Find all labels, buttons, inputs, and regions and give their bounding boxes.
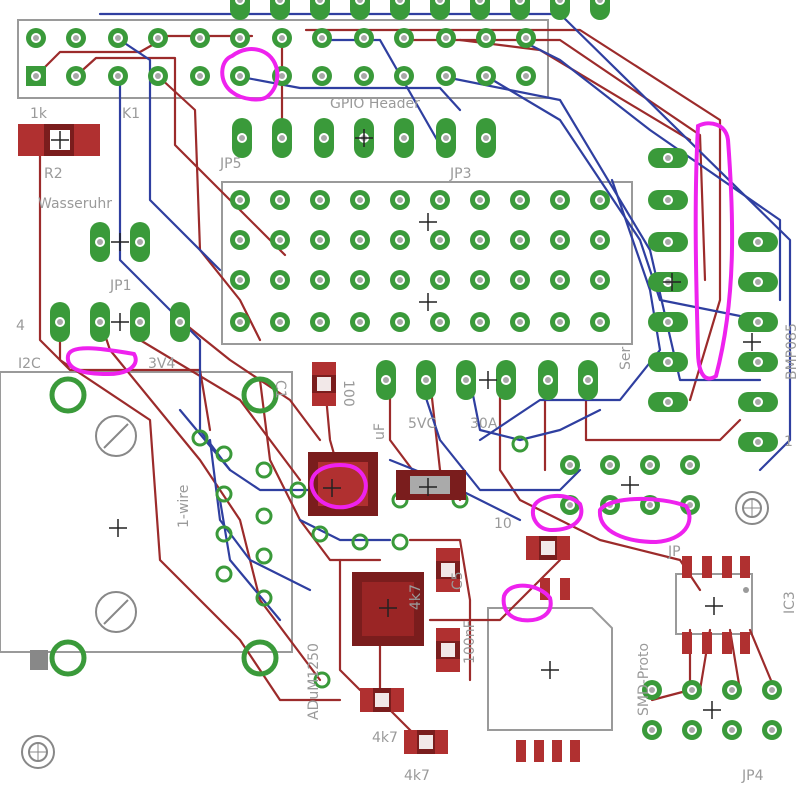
ic3-chip <box>682 556 750 654</box>
label-5vc: 5VC <box>408 416 436 432</box>
label-wasseruhr: Wasseruhr <box>38 196 112 212</box>
mounting-holes <box>21 491 769 769</box>
label-bmp085: BMP085 <box>784 323 800 380</box>
label-c5: C5 <box>450 571 466 590</box>
label-c1: C1 <box>272 380 288 399</box>
label-100nf: 100nF <box>462 620 478 664</box>
label-jp: JP <box>667 544 681 560</box>
label-4k7-b: 4k7 <box>372 730 398 746</box>
label-r2: R2 <box>44 166 63 182</box>
silkscreen-labels: 1k K1 R2 Wasseruhr GPIO Header JP5 JP3 J… <box>16 96 800 784</box>
label-smd-proto: SMD-Proto <box>636 643 652 716</box>
one-wire-connector <box>30 376 279 677</box>
label-k1: K1 <box>122 106 140 122</box>
label-30a: 30A <box>470 416 498 432</box>
label-ic3: IC3 <box>782 591 798 614</box>
label-jp5: JP5 <box>219 156 241 172</box>
label-jp4: JP4 <box>741 768 764 784</box>
middle-row-pads <box>376 360 598 400</box>
label-4k7-c: 4k7 <box>404 768 430 784</box>
proto-grid-pads <box>230 0 610 332</box>
label-gpio-header: GPIO Header <box>330 96 420 112</box>
label-i2c: I2C <box>18 356 41 372</box>
jp5-pads <box>232 118 496 158</box>
r2-resistor <box>18 124 100 156</box>
label-4k7-a: 4k7 <box>408 584 424 610</box>
label-ser: Ser <box>618 347 634 371</box>
label-num4: 4 <box>16 318 25 334</box>
label-10: 10 <box>494 516 512 532</box>
jp4-pads <box>642 680 782 740</box>
label-100: 100 <box>340 380 356 407</box>
label-adum1250: ADuM1250 <box>306 643 322 720</box>
label-jp3: JP3 <box>449 166 471 182</box>
magenta-annotations <box>65 47 735 623</box>
label-one: 1 <box>784 434 793 450</box>
label-1k: 1k <box>30 106 48 122</box>
smd-proto-footprint <box>516 578 580 762</box>
label-jp1: JP1 <box>109 278 131 294</box>
gpio-header-pads <box>26 28 536 86</box>
label-3v4: 3V4 <box>148 356 175 372</box>
label-uf: uF <box>372 423 388 440</box>
bmp085-connector <box>648 148 778 452</box>
smd-components <box>308 362 570 754</box>
label-1-wire: 1-wire <box>176 485 192 528</box>
